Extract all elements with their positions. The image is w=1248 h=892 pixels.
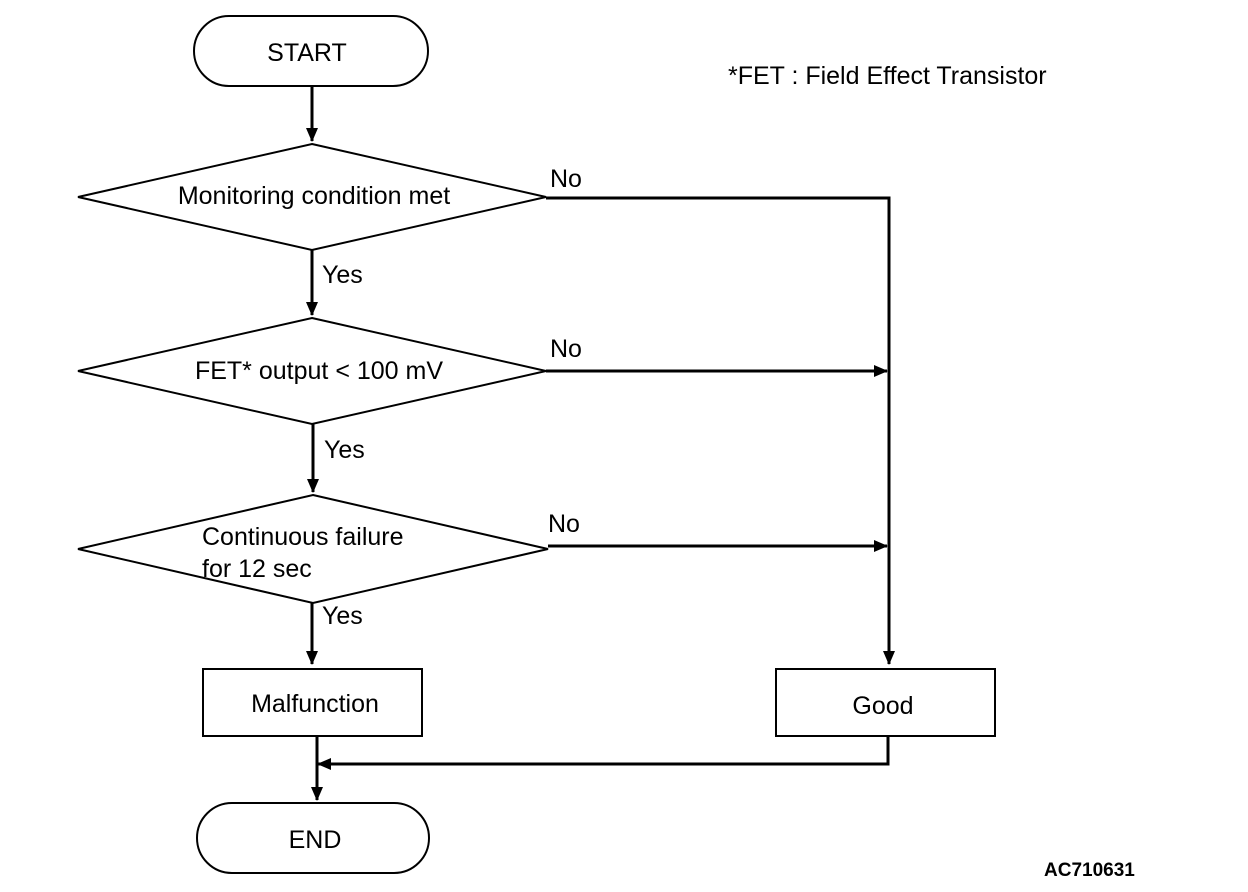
decision2-label: FET* output < 100 mV — [195, 357, 443, 385]
end-label: END — [289, 826, 342, 854]
decision3-label-line2: for 12 sec — [202, 555, 312, 583]
decision1-yes-label: Yes — [322, 261, 363, 289]
decision3-no-label: No — [548, 510, 580, 538]
decision2-no-label: No — [550, 335, 582, 363]
good-label: Good — [852, 692, 913, 720]
malfunction-label: Malfunction — [251, 690, 379, 718]
decision2-yes-label: Yes — [324, 436, 365, 464]
fet-note: *FET : Field Effect Transistor — [728, 62, 1047, 90]
good-box — [775, 668, 996, 737]
decision1-label: Monitoring condition met — [178, 182, 450, 210]
start-label: START — [267, 39, 347, 67]
decision3-yes-label: Yes — [322, 602, 363, 630]
connector-good-to-end — [317, 736, 890, 770]
end-terminal — [196, 802, 430, 874]
connector-decision1-no — [546, 196, 895, 665]
figure-code: AC710631 — [1044, 860, 1135, 881]
decision3-label-line1: Continuous failure — [202, 523, 404, 551]
malfunction-box — [202, 668, 423, 737]
decision1-no-label: No — [550, 165, 582, 193]
